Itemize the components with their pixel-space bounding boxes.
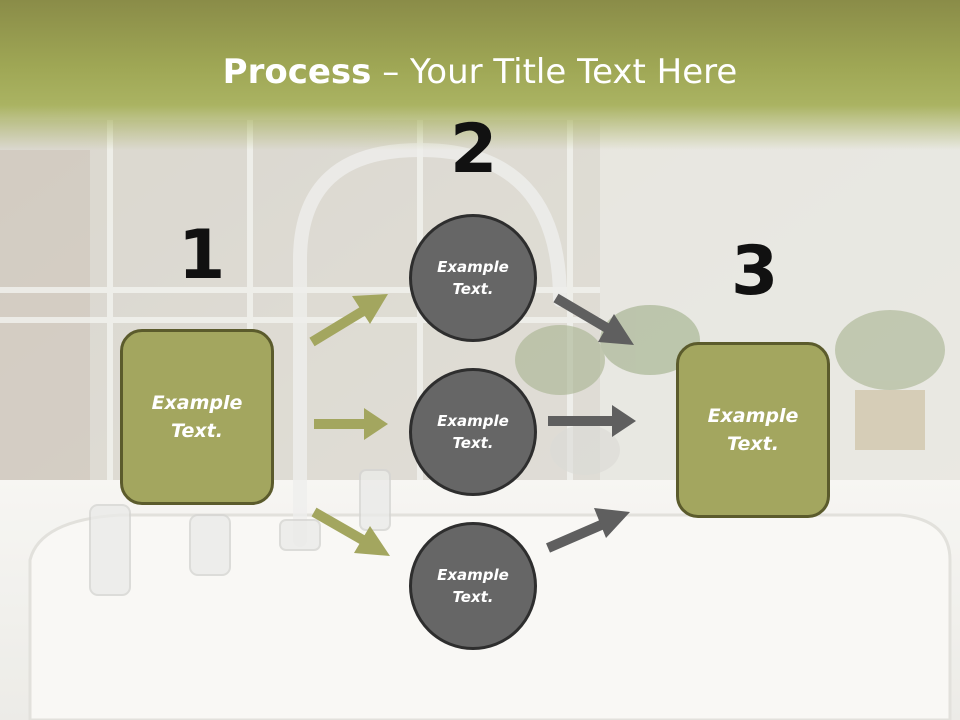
olive-arrow-down	[311, 507, 390, 556]
step-number-2: 2	[450, 110, 498, 189]
step-box-1-line1: Example	[151, 391, 243, 414]
olive-arrow-up	[309, 294, 388, 347]
step-number-1: 1	[178, 216, 226, 295]
step-box-1-line2: Text.	[171, 420, 223, 442]
step-box-3: Example Text.	[676, 342, 830, 518]
circle-middle: Example Text.	[409, 368, 537, 496]
circle-top-line2: Text.	[452, 280, 494, 298]
gray-arrow-down	[553, 293, 634, 345]
circle-bottom-line2: Text.	[452, 588, 494, 606]
circle-bottom: Example Text.	[409, 522, 537, 650]
olive-arrow-right	[314, 408, 388, 440]
circle-middle-line1: Example	[437, 411, 509, 430]
gray-arrow-up	[546, 508, 630, 553]
gray-arrow-right	[548, 405, 636, 437]
circle-bottom-line1: Example	[437, 565, 509, 584]
step-box-3-line2: Text.	[727, 433, 779, 455]
circle-top: Example Text.	[409, 214, 537, 342]
title-bold: Process	[222, 52, 372, 92]
title-rest: Your Title Text Here	[410, 52, 738, 92]
circle-top-line1: Example	[437, 257, 509, 276]
title-dash: –	[382, 52, 400, 92]
slide-title: Process – Your Title Text Here	[0, 52, 960, 92]
title-band	[0, 0, 960, 150]
step-box-1: Example Text.	[120, 329, 274, 505]
step-box-3-line1: Example	[707, 404, 799, 427]
step-number-3: 3	[731, 232, 779, 311]
circle-middle-line2: Text.	[452, 434, 494, 452]
